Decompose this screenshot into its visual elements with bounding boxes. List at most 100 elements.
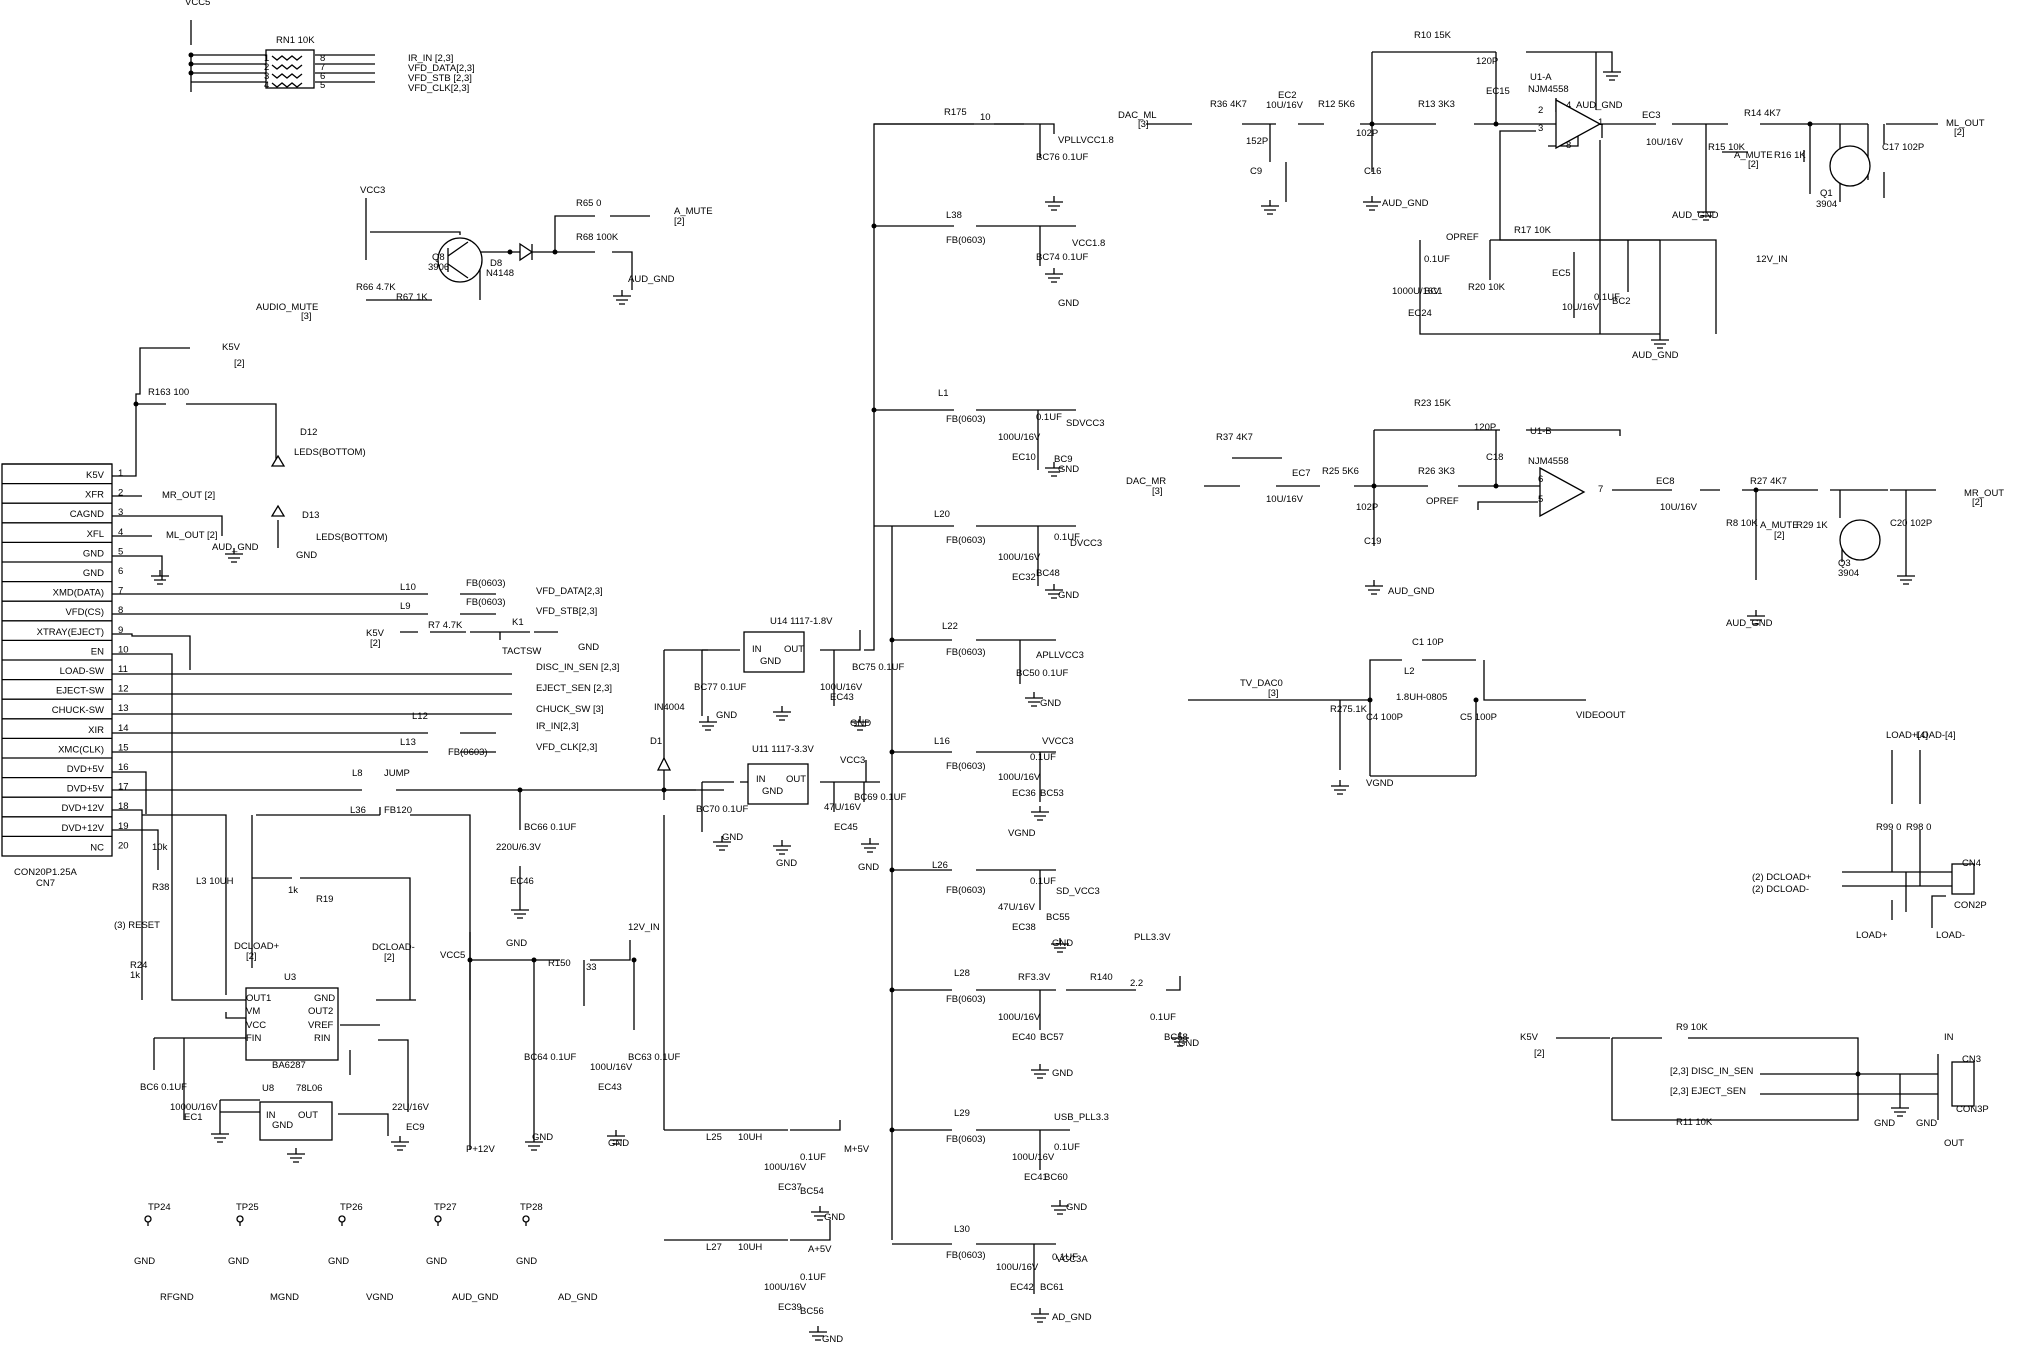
schematic-label: 12V_IN (1756, 254, 1788, 265)
schematic-label: 0.1UF (1150, 1012, 1176, 1023)
schematic-label: 3 (1538, 123, 1543, 134)
schematic-label: C4 100P (1366, 712, 1403, 723)
schematic-label: 220U/6.3V (496, 842, 542, 853)
schematic-label: Q1 (1820, 188, 1833, 199)
schematic-label: OUT (1944, 1138, 1964, 1149)
cn7-pin-number: 6 (118, 566, 123, 577)
schematic-label: 1k (130, 970, 140, 981)
schematic-label: 5 (320, 80, 325, 91)
schematic-label: GND (272, 1120, 293, 1131)
transistor-q3 (1839, 519, 1881, 561)
cn7-pin-label: LOAD-SW (60, 666, 104, 677)
schematic-label: D12 (300, 427, 317, 438)
schematic-label: IN (266, 1110, 276, 1121)
schematic-label: GND (762, 786, 783, 797)
schematic-label: 0.1UF (800, 1272, 826, 1283)
schematic-label: AD_GND (1052, 1312, 1092, 1323)
schematic-label: GND (850, 718, 871, 729)
schematic-label: [2] (246, 951, 257, 962)
schematic-label: 0.1UF (1054, 1142, 1080, 1153)
schematic-label: 47U/16V (824, 802, 862, 813)
cn7-pin-label: GND (83, 548, 104, 559)
cn7-pin-label: EJECT-SW (56, 686, 104, 697)
schematic-label: OUT (784, 644, 804, 655)
schematic-label: BC60 (1044, 1172, 1068, 1183)
cn7-pin-number: 5 (118, 546, 123, 557)
schematic-label: BC58 (1164, 1032, 1188, 1043)
schematic-label: 33 (586, 962, 597, 973)
schematic-label: EC37 (778, 1182, 802, 1193)
schematic-label: U14 1117-1.8V (770, 616, 833, 627)
schematic-label: GND (1178, 1038, 1199, 1049)
schematic-label: IN (752, 644, 762, 655)
schematic-label: ML_OUT (1946, 118, 1985, 129)
schematic-label: [2] (384, 952, 395, 963)
schematic-label: GND (1916, 1118, 1937, 1129)
ic-u3 (245, 987, 339, 1061)
schematic-label: LOAD+ (1856, 930, 1888, 941)
schematic-label: U1-B (1530, 426, 1552, 437)
schematic-label: 6 (320, 71, 325, 82)
schematic-label: EC38 (1012, 922, 1036, 933)
schematic-label: TP28 (520, 1202, 543, 1213)
schematic-label: 1k (288, 885, 298, 896)
connector-cn3 (1951, 1061, 1975, 1107)
schematic-label: R37 4K7 (1216, 432, 1253, 443)
schematic-label: R25 5K6 (1322, 466, 1359, 477)
schematic-label: GND (516, 1256, 537, 1267)
schematic-label: 7 (320, 62, 325, 73)
schematic-label: EC32 (1012, 572, 1036, 583)
schematic-label: EC3 (1642, 110, 1660, 121)
schematic-label: BC61 (1040, 1282, 1064, 1293)
schematic-label: N4148 (486, 268, 514, 279)
schematic-label: TP27 (434, 1202, 457, 1213)
schematic-label: USB_PLL3.3 (1054, 1112, 1109, 1123)
schematic-label: L38 (946, 210, 962, 221)
wiring (112, 20, 1952, 1294)
schematic-label: BC75 0.1UF (852, 662, 904, 673)
components (245, 49, 1975, 1141)
cn7-pin-label: XIR (88, 725, 104, 736)
schematic-label: LOAD- (1936, 930, 1965, 941)
schematic-label: RF3.3V (1018, 972, 1051, 983)
schematic-label: FB(0603) (946, 235, 986, 246)
schematic-label: APLLVCC3 (1036, 650, 1084, 661)
schematic-label: BC76 0.1UF (1036, 152, 1088, 163)
schematic-label: VM (246, 1006, 260, 1017)
schematic-label: R16 1K (1774, 150, 1806, 161)
schematic-label: BC64 0.1UF (524, 1052, 576, 1063)
schematic-label: 3904 (1838, 568, 1859, 579)
schematic-label: RN1 10K (276, 35, 315, 46)
schematic-label: (3) RESET (114, 920, 160, 931)
schematic-label: 3904 (1816, 199, 1837, 210)
schematic-label: 100U/16V (1012, 1152, 1055, 1163)
ic-u8 (259, 1101, 333, 1141)
schematic-label: R163 100 (148, 387, 189, 398)
schematic-label: EC41 (1024, 1172, 1048, 1183)
schematic-label: M+5V (844, 1144, 870, 1155)
schematic-label: GND (716, 710, 737, 721)
schematic-label: (2) DCLOAD- (1752, 884, 1809, 895)
schematic-label: AUDIO_MUTE (256, 302, 318, 313)
schematic-label: R150 (548, 958, 571, 969)
schematic-label: IN (1944, 1032, 1954, 1043)
cn7-pin-label: EN (91, 646, 104, 657)
cn7-pin-label: DVD+5V (67, 764, 105, 775)
schematic-label: EC43 (830, 692, 854, 703)
schematic-label: BC70 0.1UF (696, 804, 748, 815)
schematic-label: GND (1052, 938, 1073, 949)
schematic-label: NJM4558 (1528, 456, 1569, 467)
schematic-label: BA6287 (272, 1060, 306, 1071)
schematic-label: C9 (1250, 166, 1262, 177)
schematic-label: 1000U/16V (170, 1102, 218, 1113)
schematic-label: 10U/16V (1660, 502, 1698, 513)
schematic-label: RFGND (160, 1292, 194, 1303)
schematic-label: LOAD+[4] (1886, 730, 1928, 741)
schematic-label: R275.1K (1330, 704, 1368, 715)
schematic-label: TV_DAC0 (1240, 678, 1283, 689)
schematic-label: TACTSW (502, 646, 541, 657)
schematic-label: L12 (412, 711, 428, 722)
schematic-label: LEDS(BOTTOM) (316, 532, 388, 543)
schematic-label: IN (756, 774, 766, 785)
schematic-label: GND (328, 1256, 349, 1267)
